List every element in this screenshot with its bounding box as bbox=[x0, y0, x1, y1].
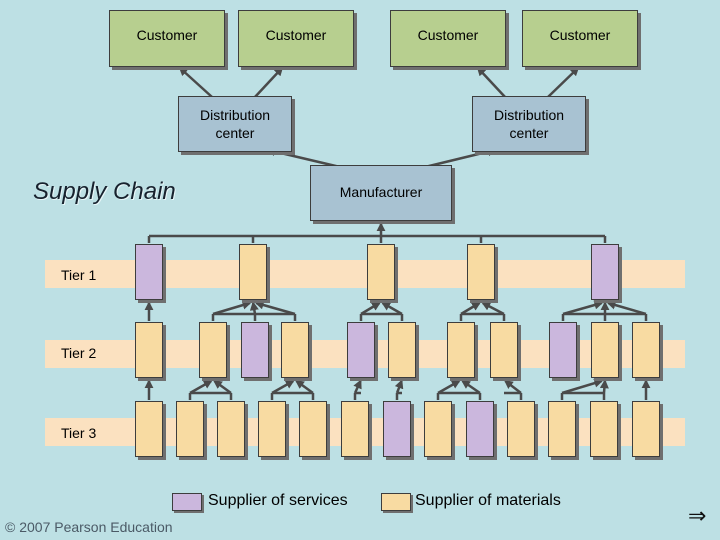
page-title: Supply Chain bbox=[33, 178, 176, 205]
t2-to-t1-3-arrow-2 bbox=[381, 301, 403, 316]
legend-materials-swatch bbox=[381, 493, 411, 511]
customer-box-2: Customer bbox=[238, 10, 354, 67]
t3-to-t2-8-arrow-1 bbox=[503, 379, 522, 394]
tier-3-supplier-5-materials bbox=[299, 401, 327, 457]
t3-to-t2-6-arrow-1 bbox=[394, 379, 404, 394]
legend-materials-label: Supplier of materials bbox=[415, 492, 561, 509]
distribution-center-right-line2: center bbox=[509, 125, 549, 141]
tier-1-supplier-4-materials bbox=[467, 244, 495, 300]
distribution-center-right: Distribution center bbox=[472, 96, 586, 152]
distribution-center-left-line1: Distribution bbox=[199, 107, 271, 123]
tier-3-supplier-6-materials bbox=[341, 401, 369, 457]
tier-2-supplier-1-materials bbox=[135, 322, 163, 378]
legend-services-swatch bbox=[172, 493, 202, 511]
tier-2-supplier-5-services bbox=[347, 322, 375, 378]
arrow-manufacturer-to-dc-left bbox=[266, 147, 341, 169]
t2-to-t1-4-arrow-2 bbox=[481, 301, 505, 316]
tier-2-label: Tier 2 bbox=[61, 345, 97, 361]
t3-to-t2-4-arrow-1 bbox=[271, 379, 295, 395]
copyright-notice: © 2007 Pearson Education bbox=[5, 519, 173, 535]
tier-3-supplier-1-materials bbox=[135, 401, 163, 457]
next-arrow-icon[interactable]: ⇒ bbox=[688, 503, 707, 528]
t3-to-t2-10-arrow-2 bbox=[599, 379, 609, 394]
tier-3-supplier-10-materials bbox=[507, 401, 535, 457]
tier-3-supplier-4-materials bbox=[258, 401, 286, 457]
tier-2-supplier-10-materials bbox=[591, 322, 619, 378]
tier-1-supplier-1-services bbox=[135, 244, 163, 300]
legend-services-label: Supplier of services bbox=[208, 492, 348, 509]
tier-2-supplier-9-services bbox=[549, 322, 577, 378]
tier-3-label: Tier 3 bbox=[61, 425, 97, 441]
t2-to-t1-2-arrow-2 bbox=[249, 301, 259, 315]
tier-3-supplier-8-materials bbox=[424, 401, 452, 457]
t2-to-t1-3-arrow-1 bbox=[360, 301, 381, 316]
t3-to-t2-2-arrow-1 bbox=[189, 379, 213, 395]
tier-2-supplier-6-materials bbox=[388, 322, 416, 378]
customer-box-4: Customer bbox=[522, 10, 638, 67]
arrow-dc-right-to-customer-3 bbox=[476, 66, 506, 98]
t2-to-t1-2-arrow-3 bbox=[254, 300, 296, 316]
tier-1-supplier-2-materials bbox=[239, 244, 267, 300]
distribution-center-left-line2: center bbox=[215, 125, 255, 141]
tier-2-supplier-7-materials bbox=[447, 322, 475, 378]
t2-to-t1-2-arrow-1 bbox=[212, 300, 252, 316]
tier-2-supplier-2-materials bbox=[199, 322, 227, 378]
tier-1-supplier-5-services bbox=[591, 244, 619, 300]
t2-to-t1-5-arrow-3 bbox=[606, 300, 647, 316]
t3-to-t2-7-arrow-2 bbox=[461, 379, 481, 395]
distribution-center-left: Distribution center bbox=[178, 96, 292, 152]
tier-3-supplier-7-services bbox=[383, 401, 411, 457]
tier-2-supplier-11-materials bbox=[632, 322, 660, 378]
tier-3-supplier-2-materials bbox=[176, 401, 204, 457]
tier-2-supplier-3-services bbox=[241, 322, 269, 378]
tier-1-supplier-3-materials bbox=[367, 244, 395, 300]
tier-1-label: Tier 1 bbox=[61, 267, 97, 283]
t3-to-t2-7-arrow-1 bbox=[437, 379, 461, 395]
t2-to-t1-5-arrow-1 bbox=[562, 300, 604, 316]
customer-box-1: Customer bbox=[109, 10, 225, 67]
arrow-dc-right-to-customer-4 bbox=[547, 66, 580, 98]
customer-box-3: Customer bbox=[390, 10, 506, 67]
tier-2-supplier-4-materials bbox=[281, 322, 309, 378]
tier-3-supplier-12-materials bbox=[590, 401, 618, 457]
t3-to-t2-2-arrow-2 bbox=[212, 379, 232, 395]
tier-2-supplier-8-materials bbox=[490, 322, 518, 378]
tier-3-supplier-9-services bbox=[466, 401, 494, 457]
tier-3-supplier-13-materials bbox=[632, 401, 660, 457]
distribution-center-right-line1: Distribution bbox=[493, 107, 565, 123]
tier-3-supplier-11-materials bbox=[548, 401, 576, 457]
t3-to-t2-4-arrow-2 bbox=[294, 379, 314, 395]
tier-3-supplier-3-materials bbox=[217, 401, 245, 457]
arrow-manufacturer-to-dc-right bbox=[424, 147, 497, 169]
arrow-dc-left-to-customer-2 bbox=[254, 66, 284, 98]
t3-to-t2-10-arrow-1 bbox=[561, 378, 604, 395]
manufacturer-box: Manufacturer bbox=[310, 165, 452, 221]
arrow-dc-left-to-customer-1 bbox=[178, 66, 213, 98]
t2-to-t1-4-arrow-1 bbox=[460, 301, 481, 316]
t3-to-t2-5-arrow-1 bbox=[353, 379, 362, 394]
